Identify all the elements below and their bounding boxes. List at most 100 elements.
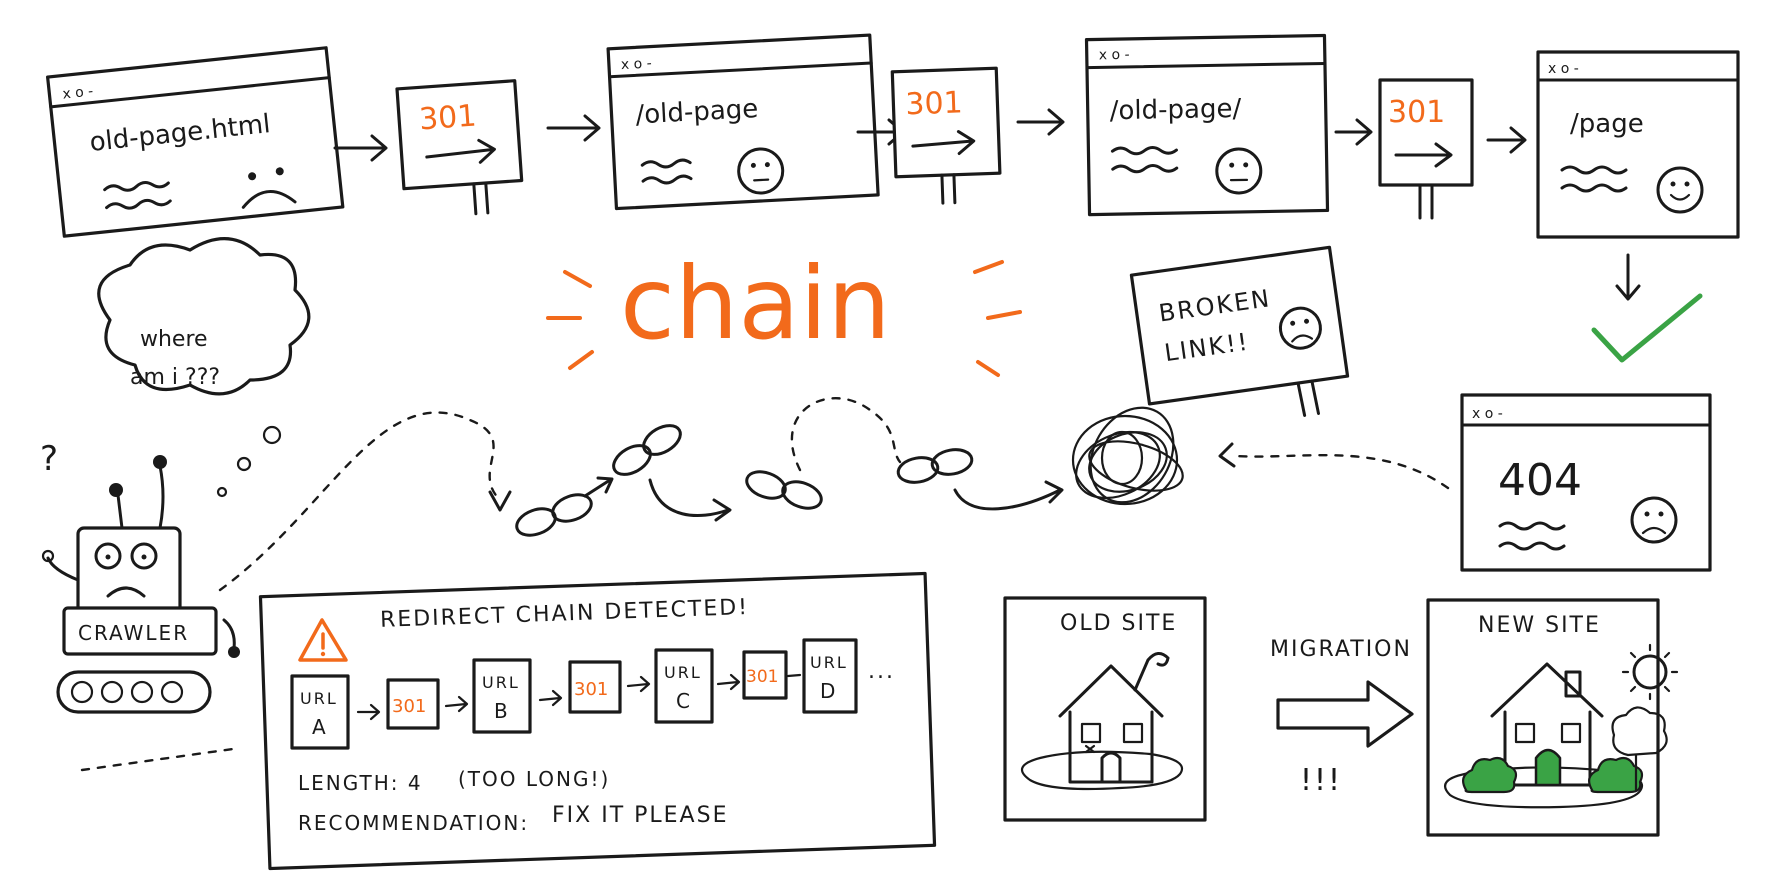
chain-link-icon xyxy=(896,448,974,484)
chain-node-url-c: URL C xyxy=(654,648,714,724)
recommendation-value: FIX IT PLEASE xyxy=(552,803,728,828)
robot-arm-left xyxy=(46,556,80,582)
redirect-sign-301-1: 301 xyxy=(395,79,524,216)
checkmark-icon xyxy=(1591,293,1703,363)
thought-line-1: where xyxy=(140,327,208,352)
arrow-right-icon xyxy=(425,138,496,164)
chain-node-url-d: URL D xyxy=(802,638,858,714)
arrow-down-icon xyxy=(1615,253,1641,301)
arrow-right-icon xyxy=(1276,680,1414,748)
sad-face-icon xyxy=(1278,306,1322,350)
sad-mouth-icon xyxy=(106,586,146,598)
browser-window-page: x o - /page xyxy=(1536,50,1740,239)
tangled-scribble-icon xyxy=(1071,406,1184,506)
node-code: 301 xyxy=(574,679,608,700)
sad-face-icon xyxy=(241,167,297,209)
browser-window-old-page-slash: x o - /old-page/ xyxy=(1084,33,1330,217)
broken-link-sign: BROKEN LINK!! xyxy=(1129,245,1350,417)
window-url: /old-page/ xyxy=(1109,94,1241,126)
crawler-robot: ? CRAWLER xyxy=(40,439,242,772)
chain-node-301: 301 xyxy=(742,650,788,700)
old-house-icon xyxy=(1058,652,1170,784)
robot-label: CRAWLER xyxy=(78,621,189,645)
redirect-code: 301 xyxy=(1388,95,1445,130)
old-site-label: OLD SITE xyxy=(1060,611,1177,636)
redirect-code: 301 xyxy=(418,99,478,138)
robot-arm-right xyxy=(222,618,236,650)
recommendation-label: RECOMMENDATION: xyxy=(298,811,529,835)
chain-link-icon xyxy=(745,470,823,510)
node-bottom: C xyxy=(676,689,692,713)
arrow-right-icon xyxy=(911,130,976,156)
puddle-icon xyxy=(1020,750,1183,791)
sad-face-icon xyxy=(1630,496,1678,544)
arrow-right-icon xyxy=(1016,108,1065,136)
robot-treads xyxy=(56,670,212,714)
squiggle-text-icon xyxy=(103,181,170,192)
redirect-sign-301-2: 301 xyxy=(890,66,1002,205)
arrow-right-icon xyxy=(1486,126,1527,154)
arrow-right-icon xyxy=(786,673,802,678)
node-code: 301 xyxy=(746,667,778,687)
chain-links-path xyxy=(218,397,1064,592)
chain-node-url-a: URL A xyxy=(290,674,350,750)
window-url: /page xyxy=(1570,109,1644,139)
chain-node-301: 301 xyxy=(386,678,440,730)
arrow-right-icon xyxy=(538,689,563,707)
dashed-trail xyxy=(80,746,242,772)
chain-node-url-b: URL B xyxy=(472,658,532,734)
chain-title: chain xyxy=(546,245,1022,377)
arrow-left-icon xyxy=(1218,442,1236,468)
length-label: LENGTH: 4 xyxy=(298,771,423,795)
node-top: URL xyxy=(810,653,848,672)
arrow-right-icon xyxy=(546,114,601,142)
migration-exclaim: !!! xyxy=(1300,763,1342,798)
new-site-label: NEW SITE xyxy=(1478,613,1601,638)
window-controls: x o - xyxy=(62,83,94,102)
node-code: 301 xyxy=(392,696,426,717)
window-controls: x o - xyxy=(621,56,653,74)
chain-node-301: 301 xyxy=(568,660,622,714)
window-controls: x o - xyxy=(1472,406,1503,422)
question-mark: ? xyxy=(40,439,58,479)
node-top: URL xyxy=(300,689,338,708)
dashed-arrow xyxy=(1233,453,1450,490)
bush-icon xyxy=(1461,756,1644,794)
new-house-icon xyxy=(1490,662,1604,787)
neutral-face-icon xyxy=(737,147,785,195)
neutral-face-icon xyxy=(1215,147,1263,195)
emphasis-lines-icon xyxy=(546,260,1022,377)
arrow-right-icon xyxy=(716,673,741,691)
thought-bubble: where am i ??? xyxy=(97,237,311,498)
arrow-right-icon xyxy=(1394,142,1453,168)
window-controls: x o - xyxy=(1099,47,1130,64)
new-site-panel: NEW SITE xyxy=(1426,598,1679,837)
migration-label: MIGRATION xyxy=(1270,637,1412,662)
window-controls: x o - xyxy=(1548,61,1579,77)
redirect-sign-301-3: 301 xyxy=(1378,78,1474,220)
tree-icon xyxy=(1611,706,1668,792)
chain-link-icon xyxy=(515,493,593,537)
browser-window-old-page: x o - /old-page xyxy=(606,33,880,211)
node-bottom: B xyxy=(494,699,510,723)
arrow-right-icon xyxy=(444,695,469,713)
warning-icon xyxy=(298,618,348,662)
redirect-code: 301 xyxy=(905,85,963,122)
happy-face-icon xyxy=(1656,166,1704,214)
window-url: /old-page xyxy=(635,94,759,130)
ellipsis: ... xyxy=(868,659,895,684)
chain-link-icon xyxy=(612,424,682,476)
arrow-right-icon xyxy=(626,675,651,693)
arrow-right-icon xyxy=(333,134,388,162)
thought-line-2: am i ??? xyxy=(130,365,220,390)
redirect-chain-report: REDIRECT CHAIN DETECTED! URL A 301 URL B… xyxy=(258,571,937,871)
title-word: chain xyxy=(620,245,891,362)
browser-window-old-page-html: x o - old-page.html xyxy=(46,46,345,238)
error-code: 404 xyxy=(1498,455,1582,506)
browser-window-404: x o - 404 xyxy=(1460,393,1712,572)
arrow-right-icon xyxy=(356,703,381,721)
migration-arrow: MIGRATION !!! xyxy=(1270,637,1414,798)
node-top: URL xyxy=(482,673,520,692)
old-site-panel: OLD SITE xyxy=(1003,596,1207,822)
node-bottom: D xyxy=(820,679,837,703)
